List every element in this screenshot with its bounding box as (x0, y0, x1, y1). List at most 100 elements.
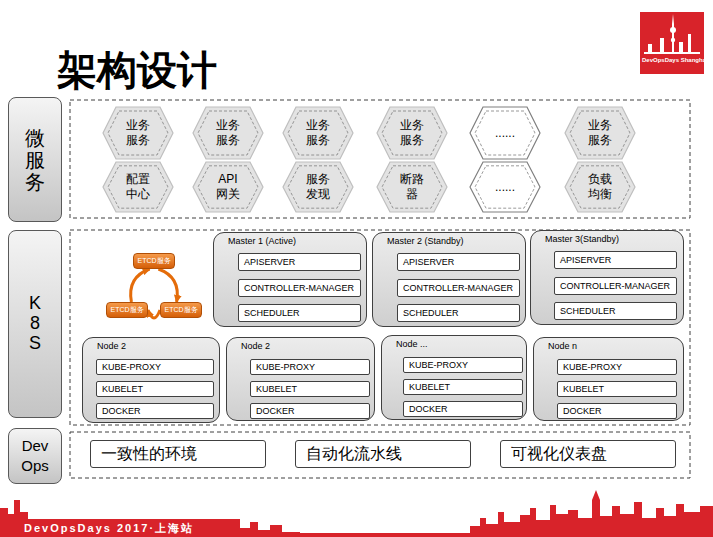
k8s-host-box: Node 2KUBE-PROXYKUBELETDOCKER (226, 337, 375, 421)
hexagon-dash (288, 166, 348, 208)
layer-band: Dev Ops (8, 428, 62, 484)
node-text: KUBE-PROXY (256, 362, 315, 372)
node-text: ...... (489, 126, 521, 141)
node-text: DOCKER (256, 406, 295, 416)
k8s-host-box: Node ...KUBE-PROXYKUBELETDOCKER (381, 335, 527, 420)
node-text: 微服务 (25, 127, 45, 193)
node-text: 一致性的环境 (101, 444, 197, 465)
node-text: 配置 中心 (122, 172, 154, 202)
service-hexagon: 业务 服务 (564, 106, 636, 160)
node-text: SCHEDULER (244, 308, 300, 318)
node-text: KUBE-PROXY (563, 362, 622, 372)
devops-box: 一致性的环境 (90, 440, 266, 468)
node-text: 业务 服务 (396, 118, 428, 148)
hexagon-shape (283, 107, 353, 159)
component-box: CONTROLLER-MANAGER (554, 277, 677, 295)
footer-text: DevOpsDays 2017·上海站 (24, 521, 194, 536)
node-text: DOCKER (409, 404, 448, 414)
hexagon-shape (377, 162, 447, 212)
component-box: DOCKER (250, 403, 370, 419)
logo (640, 12, 704, 74)
node-text: Master 2 (Standby) (387, 236, 464, 246)
service-hexagon: 服务 发现 (282, 161, 354, 213)
layer-band: K8S (8, 230, 62, 418)
hexagon-shape (565, 162, 635, 212)
hexagon-shape (470, 107, 540, 159)
component-box: KUBELET (557, 381, 677, 397)
ellipsis-hexagon: ...... (469, 106, 541, 160)
service-hexagon: 配置 中心 (102, 161, 174, 213)
hexagon-dash (198, 111, 258, 155)
etcd-box: ETCD服务 (160, 302, 202, 318)
node-text: DOCKER (102, 406, 141, 416)
k8s-host-box: Node 2KUBE-PROXYKUBELETDOCKER (82, 337, 220, 423)
service-hexagon: API 网关 (192, 161, 264, 213)
hexagon-shape (103, 162, 173, 212)
cycle-arrow (148, 310, 160, 318)
node-text: ETCD服务 (137, 256, 170, 266)
node-text: 服务 发现 (302, 172, 334, 202)
component-box: KUBE-PROXY (250, 359, 370, 375)
service-hexagon: 业务 服务 (282, 106, 354, 160)
hexagon-shape (193, 162, 263, 212)
hexagon-dash (475, 111, 535, 155)
slide-title: 架构设计 (57, 48, 217, 92)
node-text: APISERVER (560, 255, 611, 265)
hexagon-dash (108, 166, 168, 208)
node-text: APISERVER (403, 257, 454, 267)
node-text: ETCD服务 (110, 305, 143, 315)
component-box: APISERVER (397, 253, 520, 271)
component-box: DOCKER (557, 403, 677, 419)
k8s-host-box: Master 1 (Active) APISERVER CONTROLLER-MAN… (213, 232, 367, 327)
node-text: KUBELET (102, 384, 143, 394)
hexagon-shape (377, 107, 447, 159)
skyline (0, 490, 713, 537)
dashed-region (70, 100, 690, 218)
hexagon-shape (103, 107, 173, 159)
component-box: SCHEDULER (554, 302, 677, 320)
node-text: 负载 均衡 (584, 172, 616, 202)
component-box: APISERVER (554, 251, 677, 269)
hexagon-dash (570, 111, 630, 155)
etcd-box: ETCD服务 (133, 253, 175, 269)
node-text: Node n (548, 341, 577, 351)
hexagon-dash (288, 111, 348, 155)
component-box: KUBELET (250, 381, 370, 397)
component-box: CONTROLLER-MANAGER (238, 279, 361, 297)
service-hexagon: 业务 服务 (192, 106, 264, 160)
logo-text: DevOpsDays Shanghai (642, 57, 708, 63)
node-text: CONTROLLER-MANAGER (403, 283, 513, 293)
node-text: K8S (26, 294, 44, 353)
node-text: 自动化流水线 (306, 444, 402, 465)
node-text: 业务 服务 (212, 118, 244, 148)
component-box: APISERVER (238, 253, 361, 271)
hexagon-shape (470, 162, 540, 212)
component-box: KUBE-PROXY (403, 357, 523, 373)
node-text: ETCD服务 (164, 305, 197, 315)
node-text: Dev Ops (19, 436, 51, 477)
devops-box: 可视化仪表盘 (500, 440, 676, 468)
hexagon-shape (283, 162, 353, 212)
service-hexagon: 负载 均衡 (564, 161, 636, 213)
node-text: SCHEDULER (403, 308, 459, 318)
node-text: 可视化仪表盘 (511, 444, 607, 465)
node-text: ...... (489, 180, 521, 195)
k8s-host-box: Master 3(Standby) APISERVER CONTROLLER-MAN… (530, 230, 684, 325)
hexagon-shape (193, 107, 263, 159)
node-text: 业务 服务 (302, 118, 334, 148)
node-text: KUBE-PROXY (409, 360, 468, 370)
node-text: KUBE-PROXY (102, 362, 161, 372)
ellipsis-hexagon: ...... (469, 161, 541, 213)
node-text: DOCKER (563, 406, 602, 416)
node-text: Master 1 (Active) (228, 236, 296, 246)
node-text: Master 3(Standby) (545, 234, 619, 244)
k8s-host-box: Node n KUBE-PROXY KUBELET DOCKER (533, 337, 684, 421)
component-box: SCHEDULER (238, 304, 361, 322)
component-box: SCHEDULER (397, 304, 520, 322)
node-text: SCHEDULER (560, 306, 616, 316)
node-text: CONTROLLER-MANAGER (560, 281, 670, 291)
node-text: 业务 服务 (122, 118, 154, 148)
node-text: KUBELET (409, 382, 450, 392)
component-box: KUBE-PROXY (557, 359, 677, 375)
etcd-box: ETCD服务 (106, 302, 148, 318)
